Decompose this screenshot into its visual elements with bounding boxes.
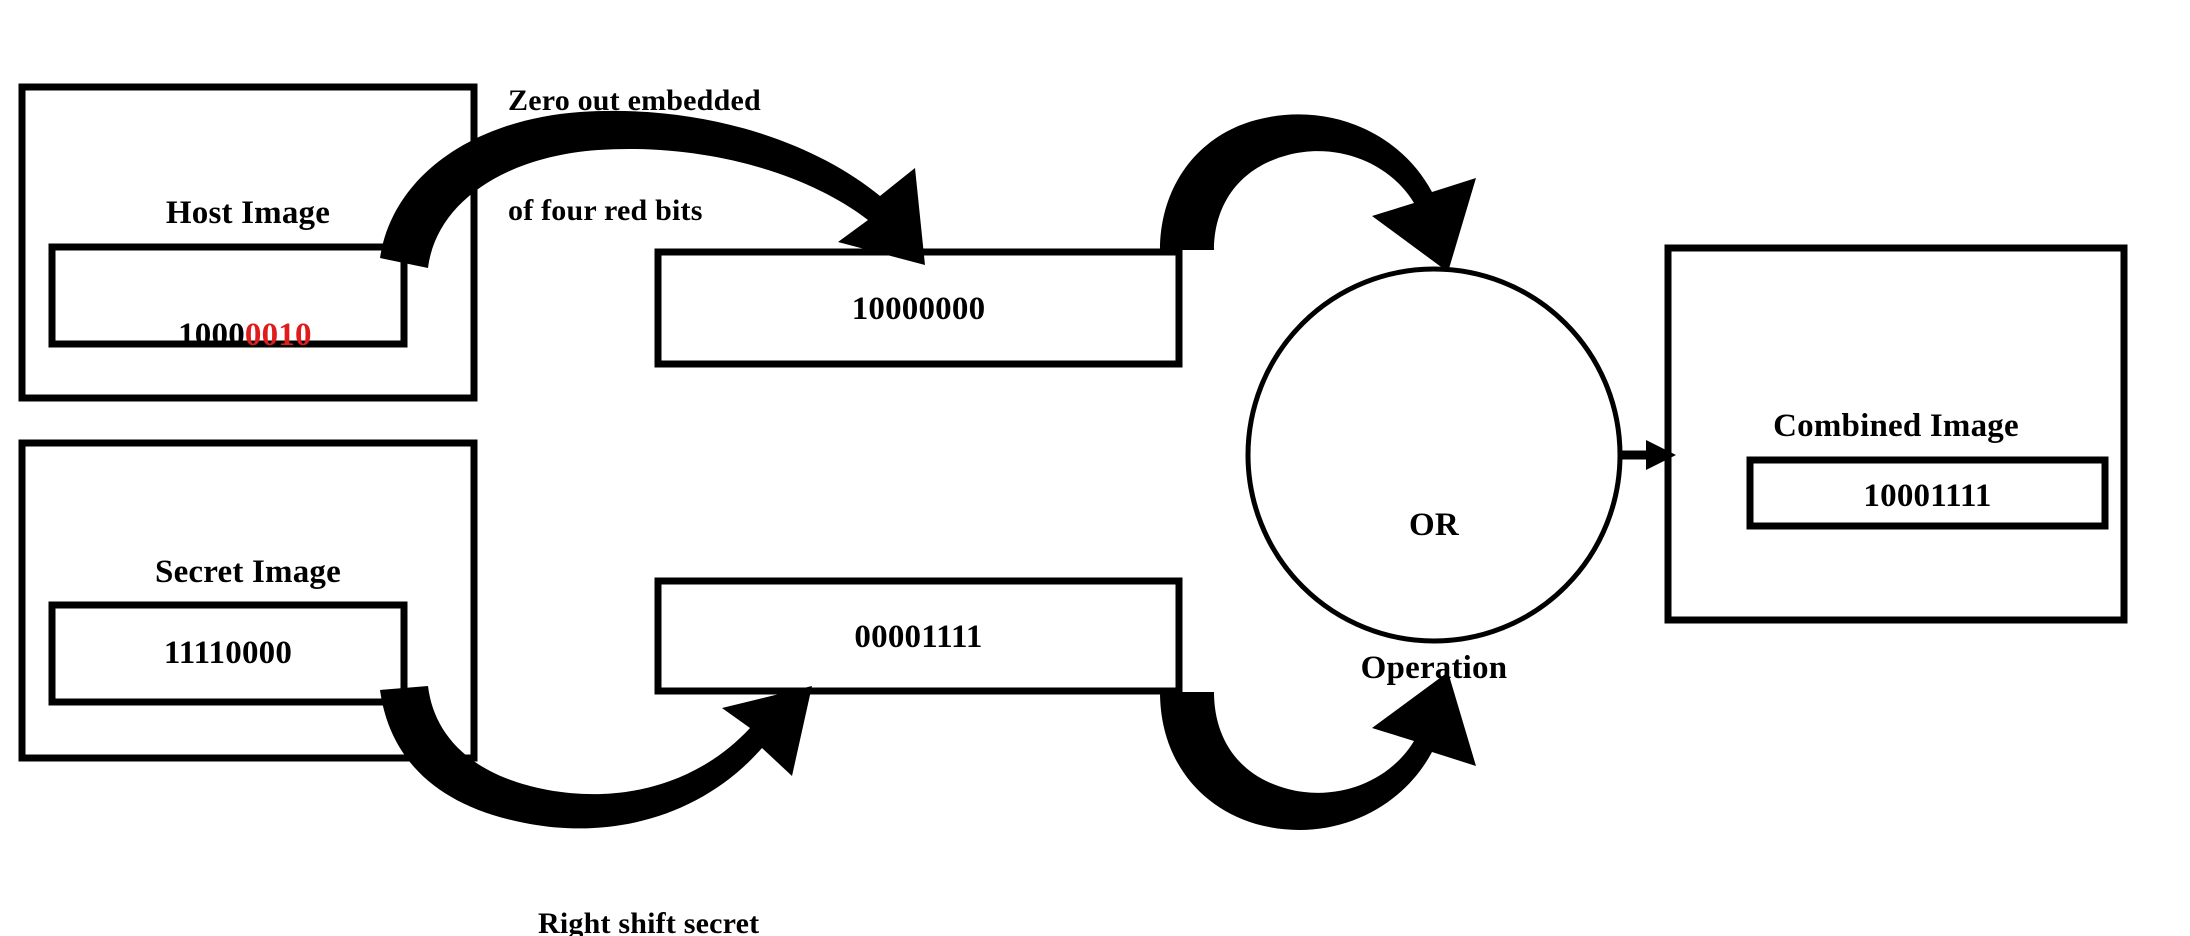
combined-image-title: Combined Image [1773,408,2019,444]
curved-arrow-shifted-to-or [1160,672,1476,830]
host-image-bits-prefix: 1000 [178,317,245,354]
combined-image-bits: 10001111 [1863,478,1992,514]
curved-arrow-masked-to-or [1160,114,1476,272]
arrow-or-to-combined [1620,440,1676,470]
host-image-bits: 10000010 [52,275,404,396]
or-operation-line2: Operation [1360,650,1508,687]
annotation-right-shift-line1: Right shift secret [538,907,760,936]
host-image-title: Host Image [165,195,331,231]
curved-arrow-secret-to-shifted [380,686,812,829]
combined-image-bits-box [1746,456,2109,530]
or-operation-label: OR Operation [1284,406,1584,789]
secret-image-bits-box [48,601,408,706]
annotation-zero-out-line1: Zero out embedded [508,84,761,118]
secret-image-title: Secret Image [155,554,341,590]
annotation-zero-out: Zero out embedded of four red bits [508,10,948,303]
annotation-right-shift: Right shift secret image by 4 bits [538,833,978,936]
shifted-secret-bits: 00001111 [854,619,983,655]
shifted-secret-box [654,577,1183,695]
or-operation-line1: OR [1409,506,1459,543]
curved-arrow-host-to-masked [380,110,925,268]
combined-image-box [1664,244,2128,624]
host-image-bits-highlight: 0010 [244,317,312,354]
secret-image-bits: 11110000 [163,635,293,671]
host-image-bits-box [48,243,408,348]
annotation-zero-out-line2: of four red bits [508,193,703,227]
masked-host-bits: 10000000 [851,291,986,327]
